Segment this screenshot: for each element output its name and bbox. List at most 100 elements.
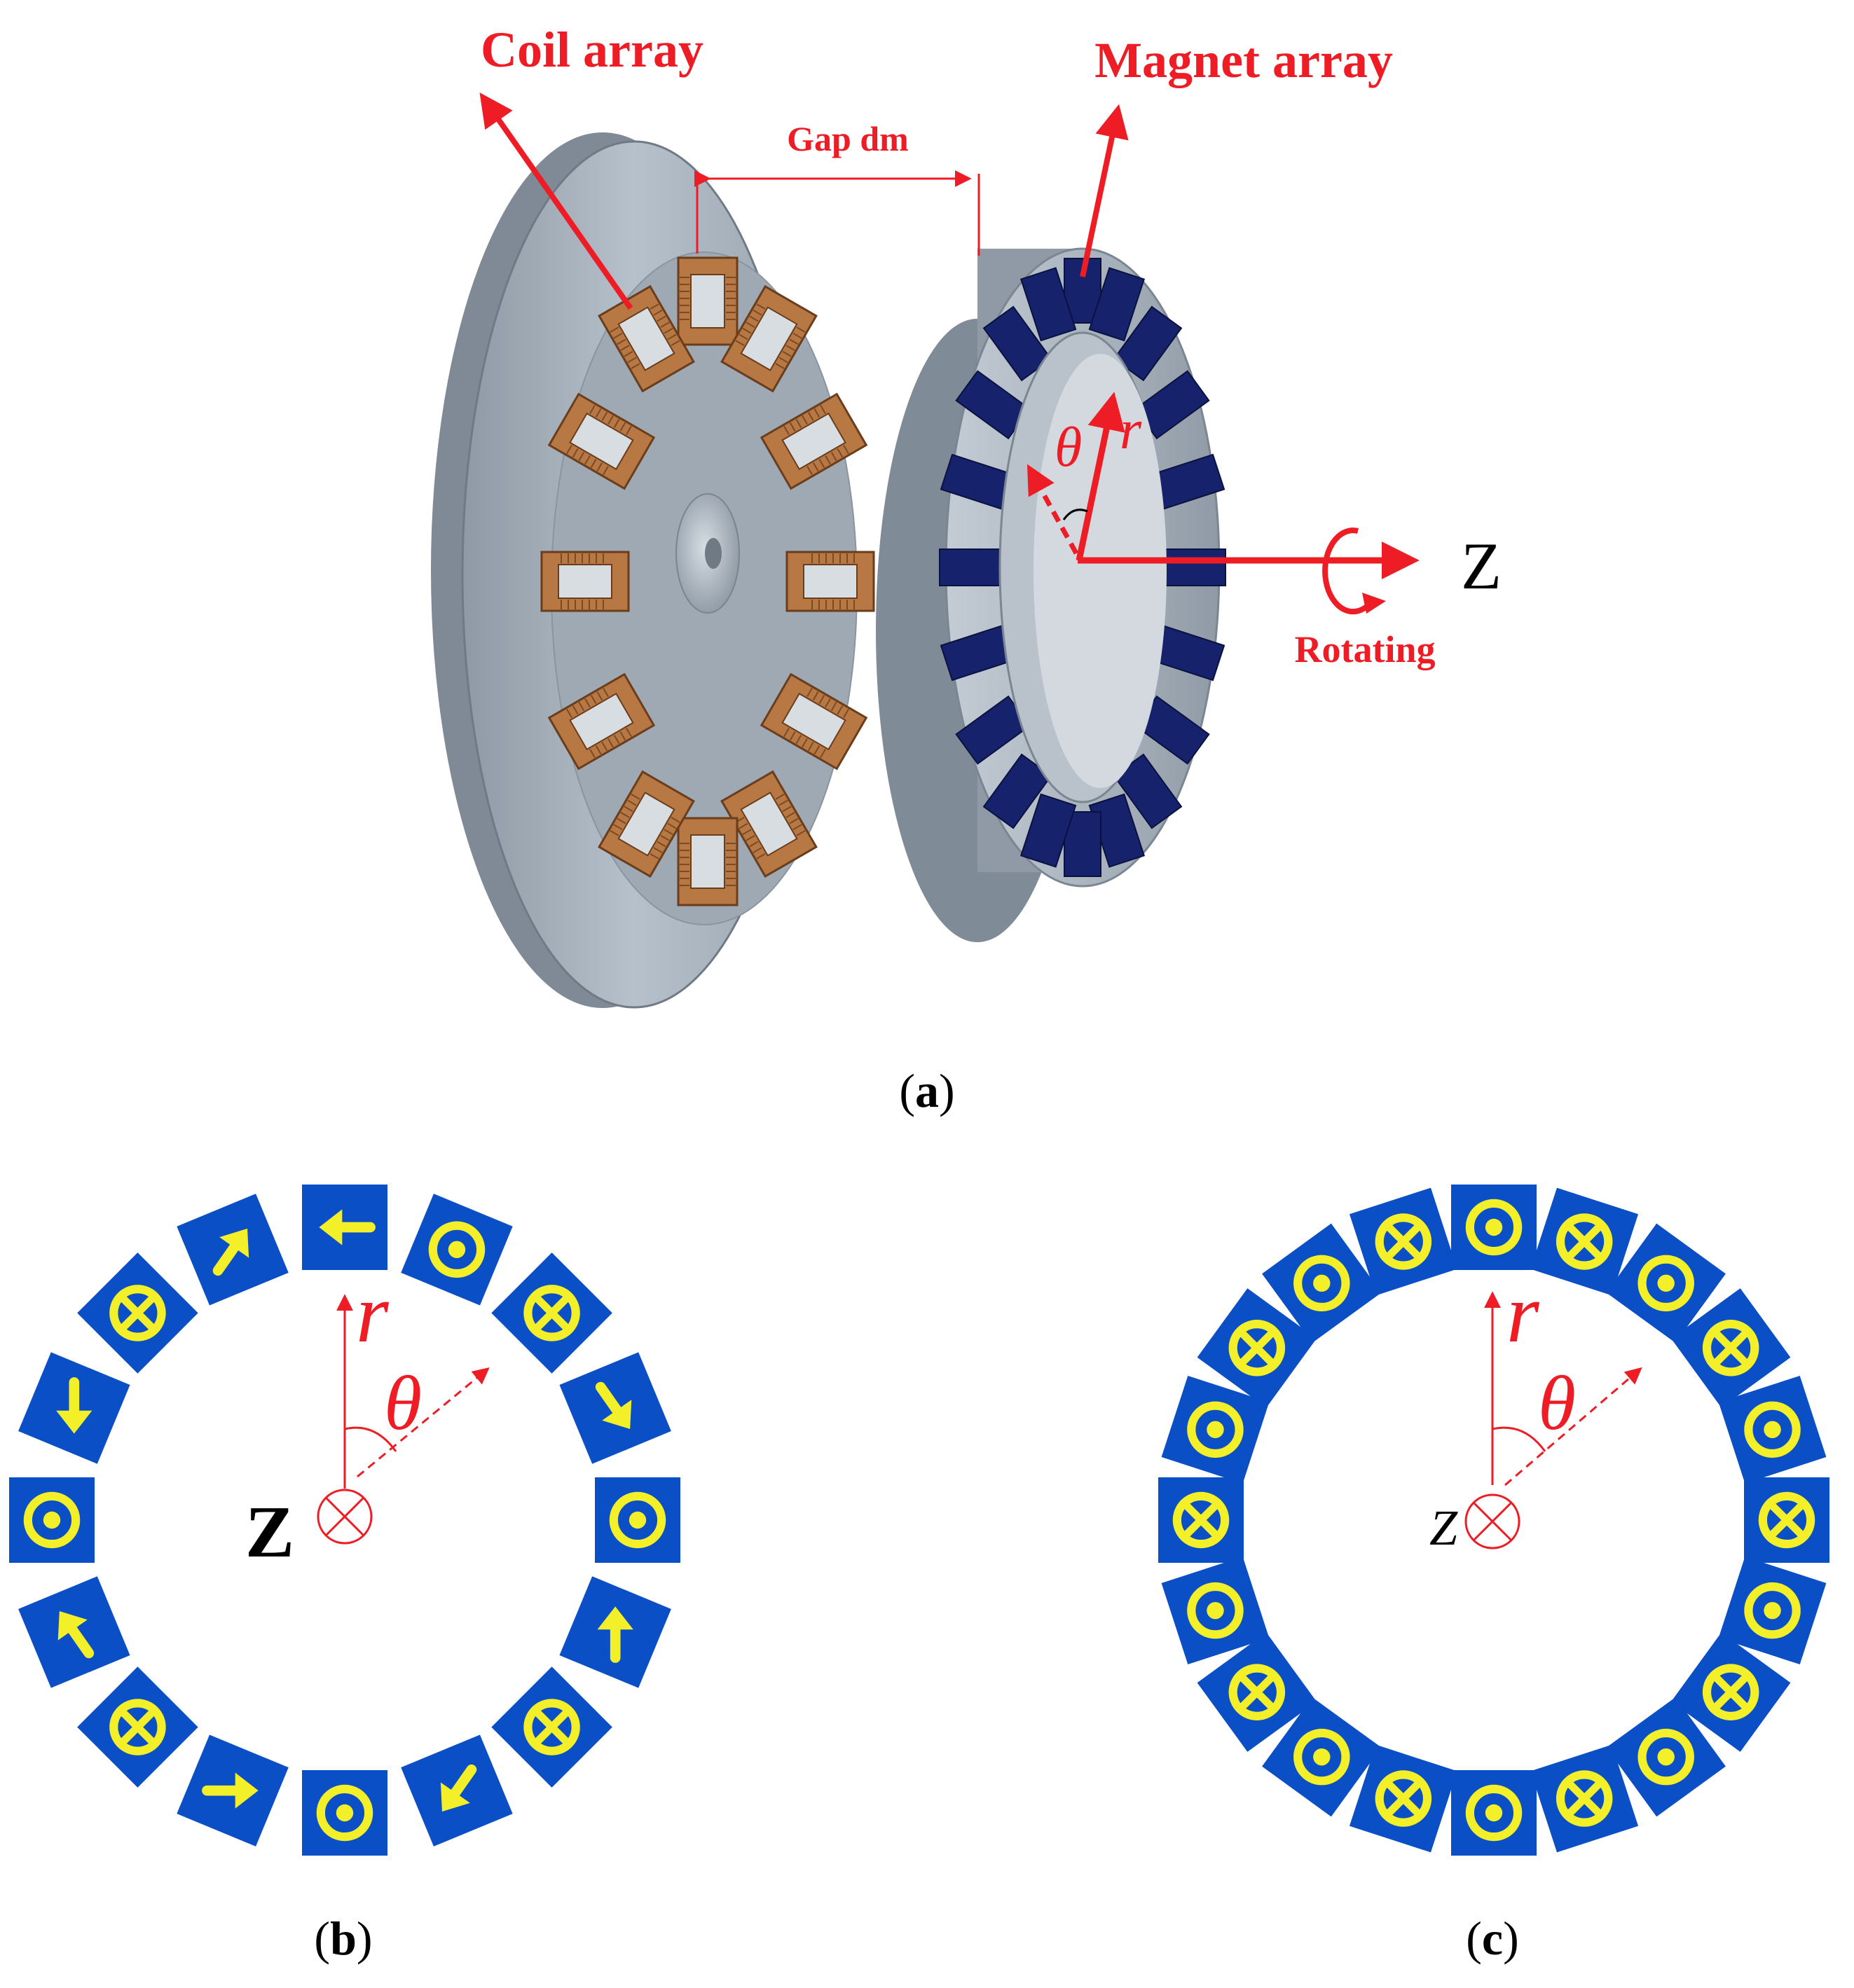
magnet-block: [1019, 793, 1077, 868]
coil-block: [720, 284, 818, 393]
rotating-label: Rotating: [1295, 628, 1436, 670]
magnet-segment-dot: [1718, 1556, 1827, 1665]
halbach-ring-b: [9, 1185, 680, 1856]
magnet-segment-cross: [77, 1252, 198, 1374]
gap-label: Gap dm: [787, 119, 909, 158]
magnet-segment-cross: [1349, 1744, 1457, 1853]
coil-array: [540, 256, 875, 906]
magnet-block: [1113, 305, 1183, 382]
magnet-segment-dot: [401, 1194, 513, 1306]
z-label-c: Z: [1429, 1500, 1458, 1556]
magnet-segment-dot: [1262, 1697, 1382, 1817]
coil-block: [540, 551, 630, 612]
magnet-segment-cross: [1530, 1187, 1639, 1296]
disk-bore: [705, 538, 722, 569]
theta-label-c: θ: [1538, 1360, 1576, 1446]
magnet-array-label: Magnet array: [1094, 32, 1393, 88]
theta-arc-b: [344, 1426, 397, 1452]
rotation-arc: [1322, 527, 1375, 615]
theta-arc-c: [1492, 1426, 1546, 1452]
figure-a: Gap dm Coil array Magnet array θ r Z Rot…: [431, 22, 1502, 1117]
magnet-segment-cross: [1670, 1632, 1791, 1752]
magnet-segment-cross: [491, 1666, 612, 1788]
magnet-segment-right: [177, 1734, 289, 1847]
magnet-segment-dot: [1451, 1770, 1537, 1856]
z-label-b: Z: [245, 1491, 294, 1573]
r-axis-arrow: [1076, 392, 1125, 561]
magnet-segment-down: [18, 1352, 130, 1464]
magnet-segment-dot: [595, 1477, 680, 1563]
magnet-segment-dot: [302, 1770, 387, 1856]
coil-block: [760, 672, 868, 771]
theta-label-a: θ: [1055, 417, 1082, 478]
caption-c-letter: c: [1482, 1912, 1503, 1965]
caption-b-letter: b: [330, 1912, 357, 1965]
magnet-segment-cross: [491, 1252, 612, 1374]
coil-array-label: Coil array: [481, 22, 703, 78]
coil-block: [547, 392, 656, 490]
theta-axis-b: [357, 1367, 490, 1478]
alternating-ring-c: [1158, 1185, 1829, 1856]
ring-bore: [1034, 354, 1167, 788]
caption-a: (a): [899, 1064, 954, 1117]
magnet-array: [939, 258, 1226, 877]
magnet-segment-dot: [1606, 1697, 1726, 1817]
magnet-segment-down-left: [401, 1734, 513, 1847]
magnet-block: [1019, 267, 1077, 342]
magnet-block: [939, 548, 1005, 586]
z-label-a: Z: [1461, 529, 1502, 603]
ring-axes: θ r Z Rotating: [1026, 392, 1502, 670]
theta-axis-arrow: [1026, 464, 1079, 555]
caption-c: (c): [1466, 1912, 1519, 1965]
magnet-segment-dot: [1161, 1375, 1270, 1484]
magnet-segment-dot: [1262, 1223, 1382, 1344]
magnet-segment-cross: [1158, 1477, 1244, 1563]
magnet-segment-left: [302, 1185, 387, 1270]
coil-block: [760, 392, 868, 490]
magnet-segment-cross: [1197, 1632, 1317, 1752]
r-label-b: r: [356, 1266, 390, 1360]
magnet-segment-cross: [1349, 1187, 1457, 1296]
caption-a-letter: a: [915, 1064, 939, 1117]
caption-b: (b): [314, 1912, 372, 1965]
coil-block: [598, 770, 695, 878]
coil-block: [677, 256, 739, 346]
magnet-segment-down-right: [559, 1352, 671, 1464]
theta-label-b: θ: [384, 1360, 422, 1446]
magnet-segment-dot: [9, 1477, 95, 1563]
coil-array-pointer: [479, 92, 633, 310]
coil-block: [598, 284, 695, 393]
theta-axis-c: [1504, 1367, 1642, 1486]
coil-block: [720, 770, 818, 878]
magnet-segment-cross: [1197, 1288, 1317, 1408]
rotation-arrowhead: [1362, 593, 1386, 614]
magnet-segment-cross: [1744, 1477, 1829, 1563]
magnet-segment-cross: [1530, 1744, 1639, 1853]
magnet-ring: [876, 247, 1226, 942]
magnet-segment-up-left: [18, 1576, 130, 1688]
coil-block: [677, 817, 739, 906]
magnet-segment-dot: [1161, 1556, 1270, 1665]
z-into-page-b: [317, 1489, 373, 1545]
coil-block: [785, 551, 875, 612]
theta-arc: [1062, 509, 1088, 520]
magnet-segment-dot: [1718, 1375, 1827, 1484]
magnet-segment-dot: [1451, 1185, 1537, 1270]
r-label-c: r: [1506, 1266, 1540, 1360]
magnet-block: [982, 305, 1052, 382]
magnet-block: [1160, 548, 1226, 586]
magnet-block: [982, 753, 1052, 829]
magnet-segment-up-right: [177, 1194, 289, 1306]
magnet-segment-up: [559, 1576, 671, 1688]
gap-dimension: Gap dm: [694, 119, 980, 256]
figure-c: r θ Z (c): [1158, 1185, 1829, 1965]
figure-b: r θ Z (b): [9, 1185, 680, 1965]
magnet-array-pointer: [1080, 104, 1129, 277]
r-label-a: r: [1120, 399, 1142, 461]
z-into-page-c: [1464, 1493, 1520, 1549]
magnet-segment-cross: [77, 1666, 198, 1788]
coil-block: [547, 672, 656, 771]
magnet-block: [1088, 267, 1146, 342]
magnet-segment-cross: [1670, 1288, 1791, 1408]
